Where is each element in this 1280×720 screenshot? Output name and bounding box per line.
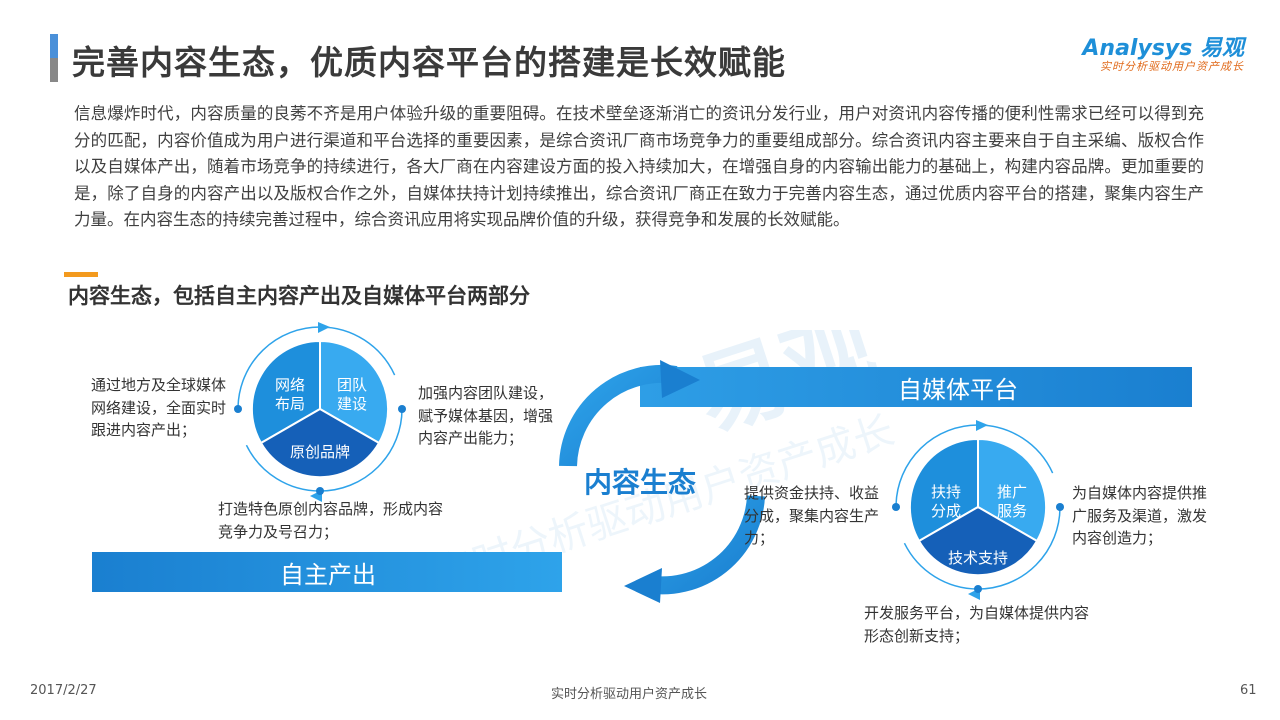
intro-paragraph: 信息爆炸时代，内容质量的良莠不齐是用户体验升级的重要阻碍。在技术壁垒逐渐消亡的资… [74,104,1204,230]
note-brand: 打造特色原创内容品牌，形成内容竞争力及号召力； [218,500,444,541]
right-seg-top-left-line2: 分成 [931,502,961,520]
right-dot-left [892,503,900,511]
left-dot-right [398,405,406,413]
right-seg-top-left-line1: 扶持 [931,483,961,501]
logo-name: Analysys 易观 [1082,36,1244,61]
page-title: 完善内容生态，优质内容平台的搭建是长效赋能 [72,43,786,82]
band-self-media-platform: 自媒体平台 [640,367,1192,407]
left-seg-top-right-line2: 建设 [337,395,367,413]
left-seg-bottom-label: 原创品牌 [290,443,350,461]
right-ring-arrow-a [976,420,988,431]
left-seg-top-left-line2: 布局 [275,395,305,413]
right-circle: 扶持 分成 推广 服务 技术支持 [892,420,1064,600]
band-self-production: 自主产出 [92,552,562,592]
right-dot-right [1056,503,1064,511]
center-label: 内容生态 [584,466,696,499]
note-network: 通过地方及全球媒体网络建设，全面实时跟进内容产出； [91,376,227,439]
left-seg-top-right [319,339,390,445]
footer-date: 2017/2/27 [30,683,97,698]
cycle-arrow-top [660,360,700,398]
note-team: 加强内容团队建设，赋予媒体基因，增强内容产出能力； [418,384,554,447]
left-dot-bottom [316,487,324,495]
cycle-arc-top [559,364,678,467]
right-seg-bottom-label: 技术支持 [948,549,1008,567]
section-subhead: 内容生态，包括自主内容产出及自媒体平台两部分 [68,284,530,308]
note-promotion: 为自媒体内容提供推广服务及渠道，激发内容创造力； [1072,484,1208,547]
right-seg-top-right-line2: 服务 [997,502,1027,520]
note-support-share: 提供资金扶持、收益分成，聚集内容生产力； [744,484,880,547]
band-bottom-label: 自主产出 [280,560,376,589]
right-seg-top-right-line1: 推广 [997,483,1027,501]
title-accent-bar [50,34,58,82]
note-tech: 开发服务平台，为自媒体提供内容形态创新支持； [864,604,1090,645]
left-ring-arrow-a [318,322,330,333]
band-top-label: 自媒体平台 [898,375,1018,404]
cycle-arrow-bottom [624,568,662,603]
analysys-logo: Analysys 易观 实时分析驱动用户资产成长 [1082,30,1244,76]
left-seg-top-right-line1: 团队 [337,376,367,394]
left-circle: 网络 布局 团队 建设 原创品牌 [234,322,406,502]
left-dot-left [234,405,242,413]
cycle-arc-bottom [644,495,765,595]
left-seg-bottom [259,407,381,479]
footer-tagline: 实时分析驱动用户资产成长 [551,687,708,702]
right-seg-top-right [977,437,1048,543]
logo-tagline: 实时分析驱动用户资产成长 [1100,60,1244,73]
left-seg-top-left [250,339,321,445]
subhead-accent [64,272,98,277]
right-seg-bottom [917,505,1039,577]
right-dot-bottom [974,585,982,593]
page-number: 61 [1240,683,1257,698]
right-seg-top-left [908,437,979,543]
center-cycle: 内容生态 [559,360,765,603]
left-seg-top-left-line1: 网络 [275,376,305,394]
